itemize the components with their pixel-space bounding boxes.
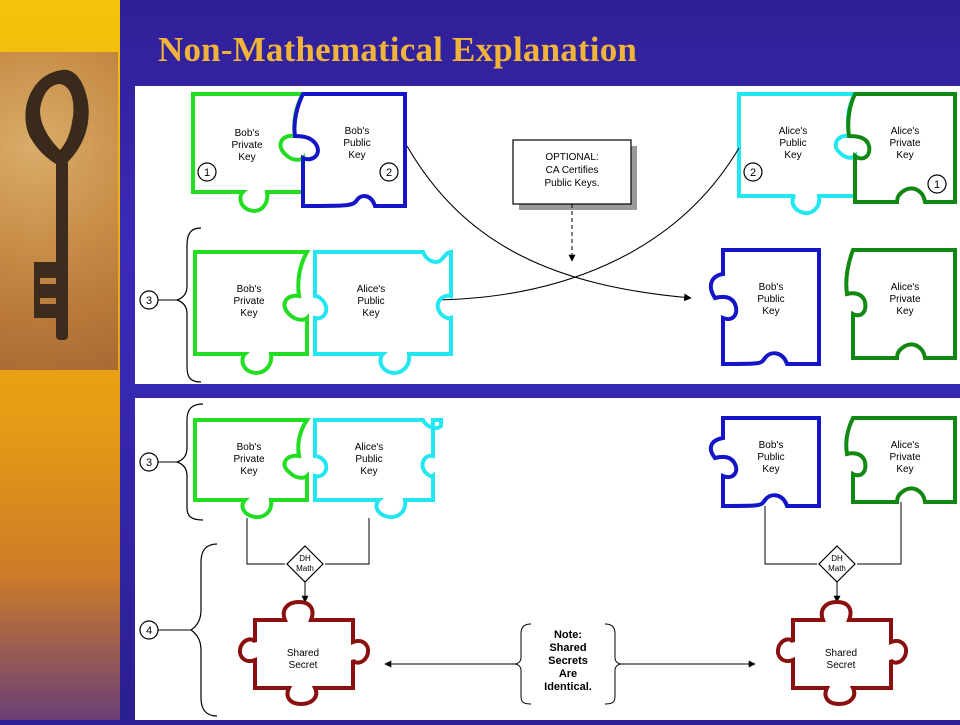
svg-text:Key: Key <box>896 464 913 475</box>
svg-text:Alice's: Alice's <box>891 282 920 293</box>
alice-public-label-2: Public <box>779 138 806 149</box>
svg-text:Bob's: Bob's <box>237 442 262 453</box>
step-4-bracket: 4 <box>139 543 218 717</box>
alice-public-key-piece-2: Alice's Public Key <box>313 249 453 375</box>
dh-math-right: DH Math <box>818 545 856 583</box>
svg-text:Alice's: Alice's <box>891 440 920 451</box>
svg-text:Public: Public <box>757 452 784 463</box>
svg-text:3: 3 <box>146 295 152 307</box>
svg-text:Private: Private <box>889 294 921 305</box>
bob-private-key-piece-3: Bob's Private Key <box>193 418 311 519</box>
svg-text:Key: Key <box>360 466 377 477</box>
svg-text:Private: Private <box>233 296 265 307</box>
bob-public-label-3: Key <box>348 150 365 161</box>
top-diagram-panel: Bob's Private Key Bob's Public Key 1 2 A… <box>135 86 960 384</box>
alice-private-label-2: Private <box>889 138 921 149</box>
svg-text:Key: Key <box>762 464 779 475</box>
shared-secret-right: Shared Secret <box>776 599 908 707</box>
alice-private-key-piece: Alice's Private Key <box>846 92 957 204</box>
shared-secret-left: Shared Secret <box>238 599 370 707</box>
svg-text:Secrets: Secrets <box>548 655 588 667</box>
optional-ca-note: OPTIONAL: CA Certifies Public Keys. <box>512 139 637 262</box>
key-photo <box>0 52 118 370</box>
alice-public-label-3: Key <box>784 150 801 161</box>
svg-text:DH: DH <box>831 554 843 563</box>
svg-text:Key: Key <box>896 306 913 317</box>
alice-private-key-piece-3: Alice's Private Key <box>844 416 957 504</box>
bob-public-key-piece-2: Bob's Public Key <box>708 248 821 367</box>
svg-text:Are: Are <box>559 668 577 680</box>
svg-text:Secret: Secret <box>289 660 318 671</box>
bottom-diagram-panel: 3 Bob's Private Key Alice's Public Key B… <box>135 398 960 720</box>
step-2-right-badge: 2 <box>743 162 763 182</box>
bob-public-label-2: Public <box>343 138 370 149</box>
svg-text:Private: Private <box>889 452 921 463</box>
svg-text:4: 4 <box>146 625 152 637</box>
svg-text:Key: Key <box>240 466 257 477</box>
svg-text:Public: Public <box>357 296 384 307</box>
alice-private-label-3: Key <box>896 150 913 161</box>
svg-text:3: 3 <box>146 457 152 469</box>
step-2-left-badge: 2 <box>379 162 399 182</box>
bob-private-label-1: Bob's <box>235 128 260 139</box>
bob-private-label-2: Private <box>231 140 263 151</box>
bob-public-transfer-arrow <box>406 145 692 302</box>
alice-private-label-1: Alice's <box>891 126 920 137</box>
dh-math-left: DH Math <box>286 545 324 583</box>
svg-text:OPTIONAL:: OPTIONAL: <box>545 152 598 163</box>
svg-text:Alice's: Alice's <box>357 284 386 295</box>
svg-text:Alice's: Alice's <box>355 442 384 453</box>
svg-text:Bob's: Bob's <box>759 282 784 293</box>
svg-text:Public: Public <box>757 294 784 305</box>
svg-text:Identical.: Identical. <box>544 681 592 693</box>
page-title: Non-Mathematical Explanation <box>158 30 638 69</box>
svg-text:DH: DH <box>299 554 311 563</box>
svg-text:CA Certifies: CA Certifies <box>546 165 599 176</box>
identical-secrets-note: Note: Shared Secrets Are Identical. <box>514 623 622 705</box>
svg-text:Private: Private <box>233 454 265 465</box>
step-3-bottom-bracket: 3 <box>139 403 204 521</box>
svg-text:Shared: Shared <box>549 642 586 654</box>
alice-private-key-piece-2: Alice's Private Key <box>844 248 957 360</box>
bob-public-key-piece-3: Bob's Public Key <box>708 416 821 509</box>
svg-text:2: 2 <box>750 167 756 179</box>
svg-text:1: 1 <box>204 167 210 179</box>
step-3-top-bracket: 3 <box>139 227 202 383</box>
alice-public-key-piece-3: Alice's Public Key <box>313 418 443 519</box>
svg-text:Note:: Note: <box>554 629 582 641</box>
step-1-right-badge: 1 <box>927 174 947 194</box>
svg-text:Bob's: Bob's <box>237 284 262 295</box>
svg-text:Math: Math <box>828 564 846 573</box>
svg-text:Shared: Shared <box>825 648 857 659</box>
svg-text:Secret: Secret <box>827 660 856 671</box>
alice-public-label-1: Alice's <box>779 126 808 137</box>
svg-text:Bob's: Bob's <box>759 440 784 451</box>
alice-public-key-piece: Alice's Public Key <box>737 92 859 215</box>
svg-text:Shared: Shared <box>287 648 319 659</box>
bob-public-key-piece: Bob's Public Key <box>292 92 407 209</box>
key-icon <box>25 69 89 340</box>
alice-public-transfer-arrow <box>426 147 740 304</box>
svg-text:Public: Public <box>355 454 382 465</box>
bob-private-label-3: Key <box>238 152 255 163</box>
svg-text:2: 2 <box>386 167 392 179</box>
svg-text:1: 1 <box>934 179 940 191</box>
svg-text:Math: Math <box>296 564 314 573</box>
step-1-left-badge: 1 <box>197 162 217 182</box>
bob-private-key-piece: Bob's Private Key <box>191 92 307 213</box>
bob-public-label-1: Bob's <box>345 126 370 137</box>
svg-text:Key: Key <box>240 308 257 319</box>
svg-text:Key: Key <box>362 308 379 319</box>
bob-private-key-piece-2: Bob's Private Key <box>193 250 311 375</box>
svg-text:Public Keys.: Public Keys. <box>544 178 599 189</box>
svg-text:Key: Key <box>762 306 779 317</box>
